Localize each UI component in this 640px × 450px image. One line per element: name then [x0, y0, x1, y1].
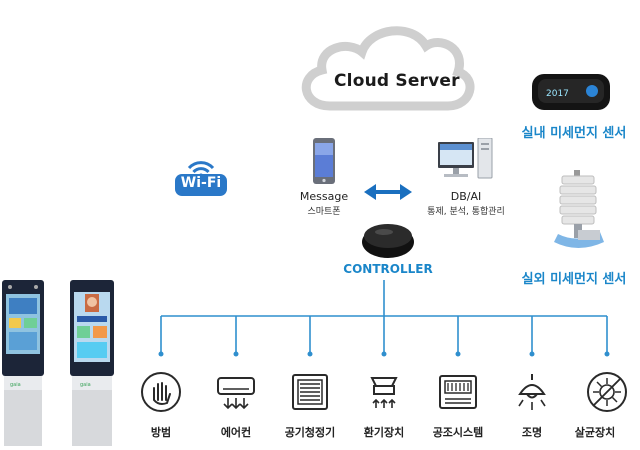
device-label-ventilator: 환기장치: [363, 426, 405, 439]
wifi-label: Wi-Fi: [180, 175, 222, 191]
svg-text:gaia: gaia: [10, 382, 21, 388]
device-label-hvac: 공조시스템: [432, 426, 484, 439]
smartphone-icon: [312, 138, 336, 184]
cloud-server-label: Cloud Server: [334, 71, 460, 91]
message-subtitle: 스마트폰: [307, 207, 341, 217]
device-label-lighting: 조명: [521, 426, 543, 439]
dbai-subtitle: 통제, 분석, 통합관리: [427, 207, 505, 217]
controller-device-icon: [360, 216, 416, 260]
outdoor-sensor-label: 실외 미세먼지 센서: [521, 272, 627, 287]
device-label-security: 방범: [150, 426, 172, 439]
device-label-air-purifier: 공기청정기: [284, 426, 336, 439]
hvac-icon: [436, 370, 480, 414]
lamp-icon: [510, 370, 554, 414]
air-purifier-icon: [288, 370, 332, 414]
kiosk-right: gaia: [68, 280, 116, 446]
device-label-sterilizer: 살균장치: [574, 426, 616, 439]
controller-label: CONTROLLER: [343, 262, 433, 276]
wifi-badge: [172, 150, 230, 200]
indoor-sensor-icon: 2017: [530, 70, 612, 114]
cloud-server: [290, 18, 480, 118]
computer-icon: [438, 137, 494, 184]
svg-text:2017: 2017: [546, 89, 569, 99]
outdoor-sensor-icon: [548, 170, 608, 254]
dbai-title: DB/AI: [450, 190, 482, 203]
message-title: Message: [299, 190, 349, 203]
wifi-icon: [175, 161, 227, 196]
hand-icon: [139, 370, 183, 414]
double-arrow-icon: [364, 184, 412, 200]
svg-text:gaia: gaia: [80, 382, 91, 388]
device-label-air-conditioner: 에어컨: [220, 426, 252, 439]
air-conditioner-icon: [214, 370, 258, 414]
indoor-sensor-label: 실내 미세먼지 센서: [521, 126, 627, 141]
kiosk-left: gaia: [0, 280, 46, 446]
sterilizer-icon: [585, 370, 629, 414]
ventilator-icon: [362, 370, 406, 414]
